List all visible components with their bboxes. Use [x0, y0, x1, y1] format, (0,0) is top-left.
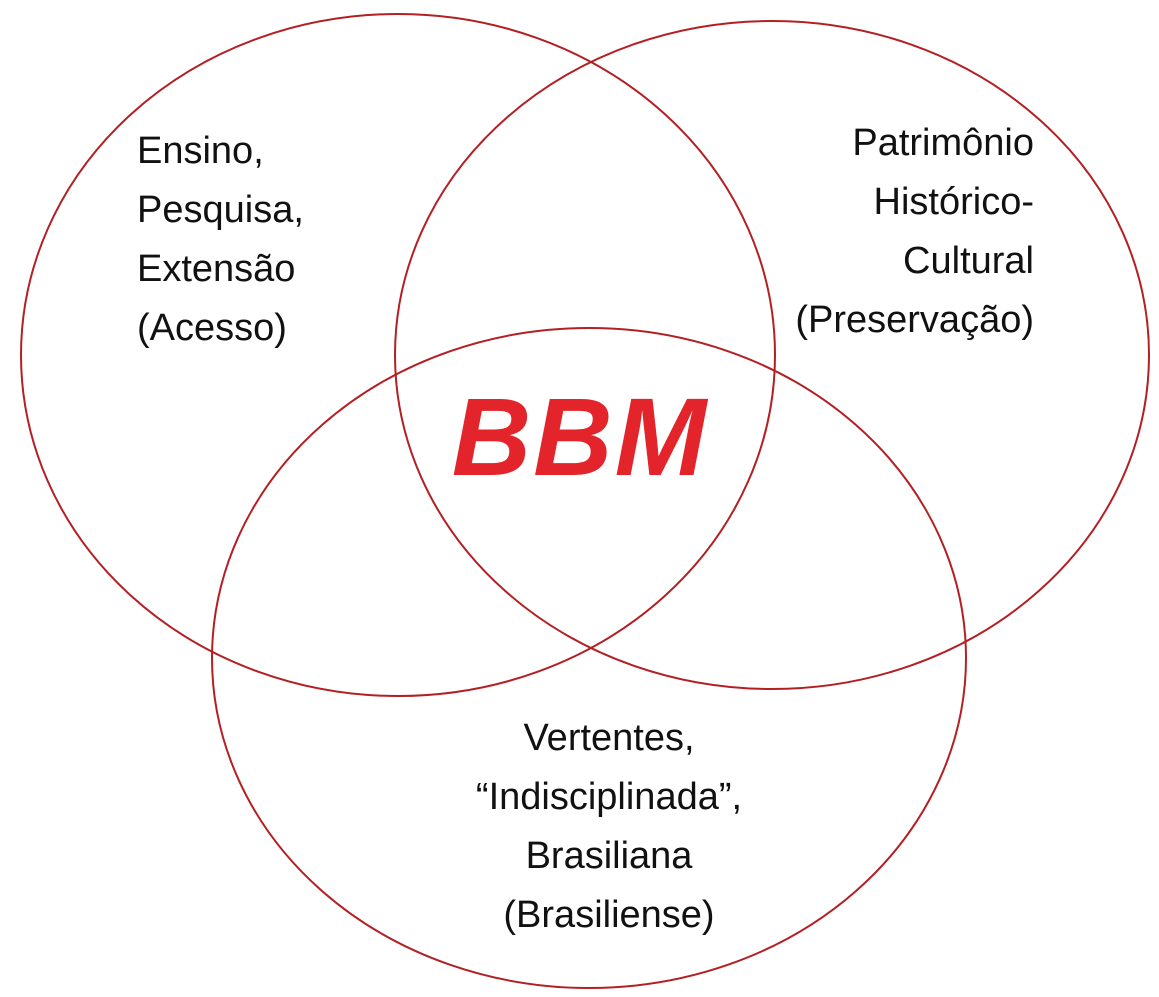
- circle-left: [20, 13, 776, 697]
- circle-right-label-line: Patrimônio: [852, 122, 1034, 164]
- circle-left-label-line: Extensão: [137, 248, 296, 290]
- circle-left-label-line: Pesquisa,: [137, 189, 304, 231]
- circle-left-label: Ensino, Pesquisa, Extensão (Acesso): [137, 122, 304, 358]
- circle-bottom-label-line: (Brasiliense): [503, 894, 715, 936]
- circle-bottom-label: Vertentes, “Indisciplinada”, Brasiliana …: [379, 709, 839, 945]
- circle-right-label: Patrimônio Histórico- Cultural (Preserva…: [795, 114, 1034, 350]
- circle-right-label-line: Histórico-: [873, 181, 1034, 223]
- bbm-logo: BBM: [451, 376, 709, 499]
- circle-right-label-line: Cultural: [903, 240, 1034, 282]
- circle-bottom-label-line: Brasiliana: [525, 835, 693, 877]
- circle-right: [394, 20, 1150, 690]
- circle-right-label-line: (Preservação): [795, 299, 1034, 341]
- circle-bottom-label-line: “Indisciplinada”,: [475, 776, 743, 818]
- circle-bottom-label-line: Vertentes,: [523, 717, 695, 759]
- circle-left-label-line: Ensino,: [137, 130, 264, 172]
- circle-left-label-line: (Acesso): [137, 307, 287, 349]
- circle-bottom: [211, 327, 967, 989]
